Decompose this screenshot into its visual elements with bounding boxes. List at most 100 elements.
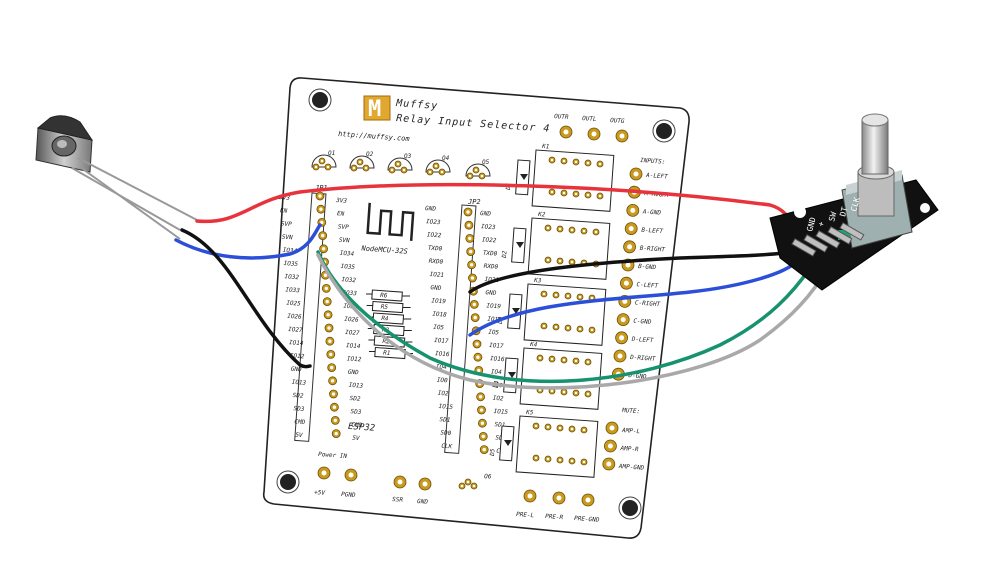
relay-pad-hole	[550, 190, 554, 194]
left-inner-pin-label: SD2	[349, 395, 361, 403]
mute-label: AMP-L	[621, 427, 641, 435]
left-inner-pin-label: IO12	[347, 355, 362, 363]
left-inner-pin-label: IO33	[342, 289, 357, 297]
right-outer-pin-label: GND	[480, 210, 492, 218]
wire-red	[195, 182, 796, 252]
left-outer-pin-label: SD2	[292, 392, 304, 400]
relay-pad-hole	[582, 229, 586, 233]
left-inner-pin-label: IO26	[344, 316, 359, 324]
right-inner-pin-label: IO5	[433, 324, 445, 332]
relay-pad-hole	[586, 193, 590, 197]
input-label: A-LEFT	[645, 172, 668, 181]
left-outer-pin-label: IO12	[290, 352, 305, 360]
transistor-outline	[349, 155, 375, 169]
resistor-label: R1	[383, 350, 391, 357]
input-label: A-GND	[642, 208, 662, 216]
encoder-pin-label: CLK	[849, 196, 861, 212]
pre-pad-hole	[556, 495, 562, 501]
transistor-pad-hole	[466, 480, 470, 484]
left-outer-pin-label: IO25	[286, 300, 301, 308]
relay-pad-hole	[586, 161, 590, 165]
right-inner-pin-label: CLK	[441, 443, 453, 451]
left-inner-pin-label: IO34	[339, 250, 354, 258]
power-pad-hole	[348, 472, 354, 478]
left-outer-pin-label: IO26	[287, 313, 302, 321]
right-inner-pin-label: IO23	[426, 218, 441, 226]
relay-label: K5	[525, 409, 534, 417]
left-outer-pin-label: SD3	[293, 405, 305, 413]
right-inner-pin-label: IO4	[436, 363, 448, 371]
right-outer-pin-label: GND	[485, 289, 497, 297]
right-inner-pin-label: TXD0	[428, 245, 443, 253]
input-pad-hole	[617, 353, 623, 359]
jp2-pin-hole	[479, 408, 484, 412]
mute-label: AMP-GND	[618, 463, 645, 472]
transistor-outline	[425, 159, 451, 173]
diode-icon	[520, 174, 528, 180]
transistor-pad-hole	[396, 162, 400, 166]
power-pad-hole	[321, 470, 327, 476]
jp2-pin-hole	[480, 421, 485, 425]
jp1-pin-hole	[323, 273, 328, 277]
right-outer-pin-label: RXD0	[483, 263, 498, 271]
right-outer-pin-label: IO18	[487, 316, 502, 324]
relay-pad-hole	[554, 325, 558, 329]
relay-pad-hole	[562, 159, 566, 163]
relay-pad-hole	[546, 226, 550, 230]
power-title: Power IN	[318, 451, 348, 460]
diode-icon	[512, 308, 520, 314]
jp1-label: JP1	[314, 184, 328, 192]
left-outer-pin-label: CMD	[294, 418, 306, 426]
relay-pad-hole	[570, 427, 574, 431]
left-inner-pin-label: SVN	[339, 237, 351, 245]
relay-outline	[519, 347, 603, 410]
diode-icon	[508, 372, 516, 378]
left-inner-pin-label: CMD	[351, 421, 363, 429]
input-label: B-GND	[638, 263, 657, 271]
transistor-pad-hole	[434, 164, 438, 168]
relay-pad-hole	[578, 295, 582, 299]
jp2-pin-hole	[472, 302, 476, 307]
left-inner-pin-label: IO32	[341, 276, 356, 284]
relay-pad-hole	[598, 162, 602, 166]
wire-blue	[174, 223, 798, 337]
mute-pad-hole	[607, 443, 613, 449]
jp1-pin-hole	[330, 379, 335, 383]
left-outer-pin-label: GND	[291, 366, 303, 374]
output-pad-hole	[563, 129, 569, 135]
transistor-outline	[311, 154, 337, 168]
right-inner-pin-label: IO21	[429, 271, 444, 279]
mute-pad-hole	[606, 461, 612, 467]
transistor-pad-hole	[440, 170, 444, 174]
ir-receiver	[35, 115, 198, 240]
right-inner-pin-label: IO19	[431, 297, 446, 305]
left-inner-pin-label: SD3	[350, 408, 362, 416]
jp2-pin-hole	[467, 223, 471, 227]
resistor-label: R6	[380, 292, 388, 300]
input-label: C-GND	[633, 318, 652, 326]
relay-pad-hole	[582, 428, 586, 432]
jp2-pin-hole	[481, 434, 485, 439]
right-inner-pin-label: IO2	[437, 390, 449, 398]
encoder-pin-label: +	[816, 220, 826, 227]
right-inner-pin-label: IO18	[432, 311, 447, 319]
right-outer-pin-label: IO5	[488, 329, 500, 337]
jp2-pin-hole	[470, 276, 475, 280]
relay-pad-hole	[590, 328, 594, 332]
input-label: D-RIGHT	[629, 354, 656, 363]
left-outer-pin-label: IO27	[288, 326, 303, 334]
relay-pad-hole	[570, 228, 574, 232]
output-label: OUTG	[610, 117, 625, 125]
relay-pad-hole	[562, 191, 566, 195]
transistor-pad-hole	[364, 166, 368, 170]
input-pad-hole	[623, 280, 629, 286]
encoder-pin	[827, 226, 853, 245]
encoder-hole-icon	[920, 203, 930, 213]
jp2-pin-hole	[478, 395, 483, 399]
jp2-pin-hole	[482, 447, 486, 452]
diode-icon	[516, 242, 524, 248]
jp1-pin-hole	[320, 220, 324, 225]
